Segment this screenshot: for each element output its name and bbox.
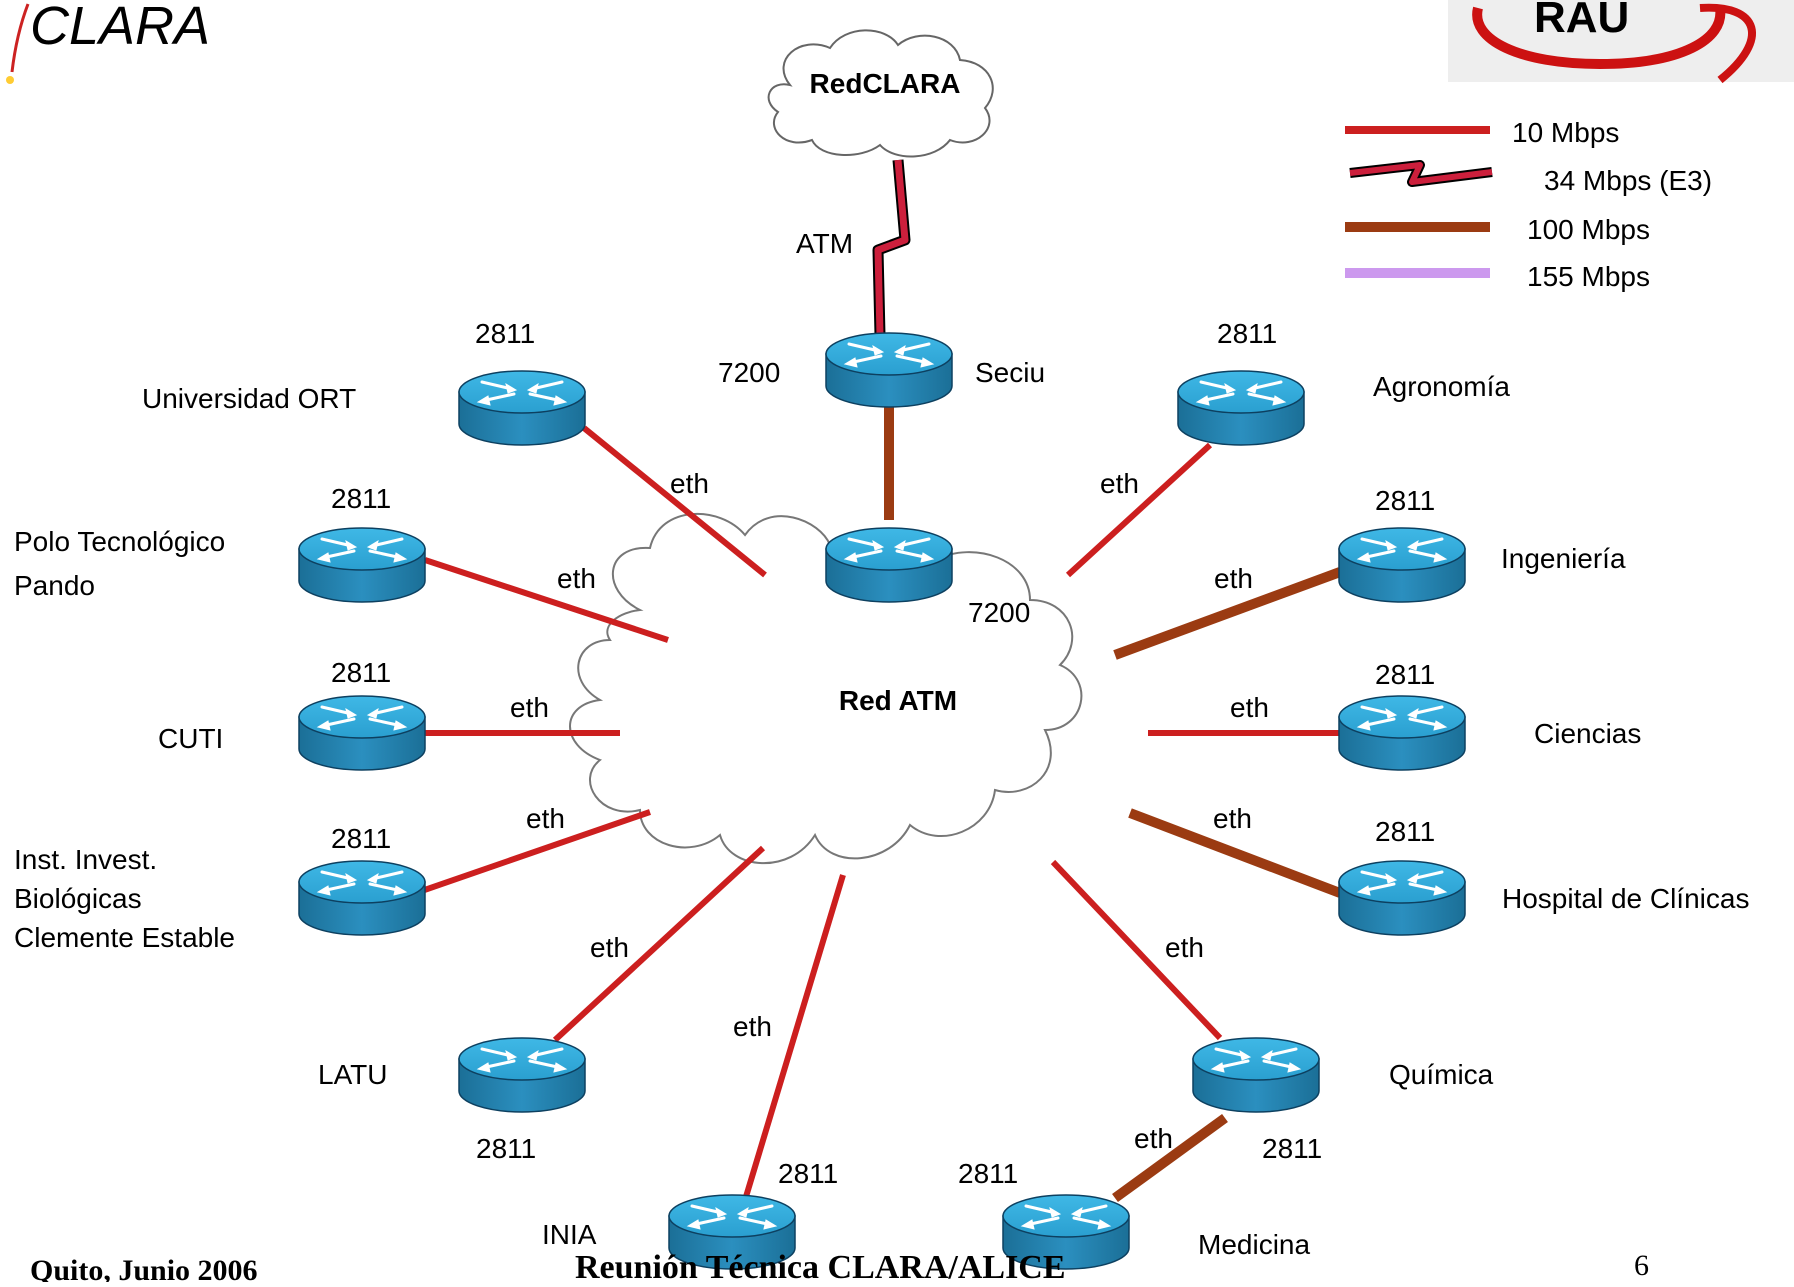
link-latu: [552, 845, 766, 1043]
legend-swatch-34mbps: [1349, 162, 1493, 185]
legend-label-100mbps: 100 Mbps: [1527, 214, 1650, 245]
model-label-polo: 2811: [331, 483, 391, 514]
model-label-ingenieria: 2811: [1375, 485, 1435, 516]
node-name-quimica: Química: [1389, 1059, 1494, 1090]
model-label-iibce: 2811: [331, 823, 391, 854]
link-label-inia: eth: [733, 1011, 772, 1042]
legend: 10 Mbps 34 Mbps (E3) 100 Mbps 155 Mbps: [1345, 117, 1712, 292]
router-iibce: [297, 859, 427, 937]
red-atm-label: Red ATM: [839, 685, 957, 716]
router-ort: [457, 369, 587, 447]
link-label-atm: ATM: [796, 228, 853, 259]
link-quimica: [1050, 859, 1223, 1041]
rau-logo: RAU: [1448, 0, 1794, 84]
links: [409, 159, 1342, 1203]
link-ort: [582, 425, 767, 578]
seciu-name-label: Seciu: [975, 357, 1045, 388]
model-label-latu: 2811: [476, 1133, 536, 1164]
node-name-iibce-1: Inst. Invest.: [14, 844, 157, 875]
link-iibce: [409, 809, 651, 898]
link-label-latu: eth: [590, 932, 629, 963]
link-label-quimica: eth: [1165, 932, 1204, 963]
node-name-medicina: Medicina: [1198, 1229, 1310, 1260]
clara-logo-text: CLARA: [30, 0, 210, 56]
legend-label-34mbps: 34 Mbps (E3): [1544, 165, 1712, 196]
node-name-cuti: CUTI: [158, 723, 223, 754]
link-inia: [742, 874, 846, 1201]
router-agronomia: [1176, 369, 1306, 447]
router-seciu: [824, 331, 954, 409]
node-name-iibce-2: Biológicas: [14, 883, 142, 914]
model-label-cuti: 2811: [331, 657, 391, 688]
hub-model-label: 7200: [968, 597, 1030, 628]
model-label-ciencias: 2811: [1375, 659, 1435, 690]
router-cuti: [297, 694, 427, 772]
link-label-cuti: eth: [510, 692, 549, 723]
link-hospital: [1128, 808, 1342, 898]
clara-logo: CLARA: [6, 0, 210, 84]
link-label-ingenieria: eth: [1214, 563, 1253, 594]
model-label-medicina: 2811: [958, 1158, 1018, 1189]
link-label-ciencias: eth: [1230, 692, 1269, 723]
router-latu: [457, 1036, 587, 1114]
model-label-agronomia: 2811: [1217, 318, 1277, 349]
node-name-ciencias: Ciencias: [1534, 718, 1641, 749]
router-ciencias: [1337, 694, 1467, 772]
node-name-ingenieria: Ingeniería: [1501, 543, 1626, 574]
node-name-ort: Universidad ORT: [142, 383, 356, 414]
node-name-hospital: Hospital de Clínicas: [1502, 883, 1749, 914]
node-name-agronomia: Agronomía: [1373, 371, 1510, 402]
link-atm-redclara: [874, 159, 909, 336]
link-label-polo: eth: [557, 563, 596, 594]
link-ingenieria: [1113, 567, 1342, 660]
model-label-quimica: 2811: [1262, 1133, 1322, 1164]
router-hospital: [1337, 859, 1467, 937]
redclara-label: RedCLARA: [810, 68, 961, 99]
footer-location-date: Quito, Junio 2006: [30, 1254, 258, 1282]
legend-label-10mbps: 10 Mbps: [1512, 117, 1619, 148]
router-polo: [297, 526, 427, 604]
node-name-polo-1: Polo Tecnológico: [14, 526, 225, 557]
node-name-inia: INIA: [542, 1219, 597, 1250]
router-ingenieria: [1337, 526, 1467, 604]
node-name-iibce-3: Clemente Estable: [14, 922, 235, 953]
node-name-polo-2: Pando: [14, 570, 95, 601]
node-name-latu: LATU: [318, 1059, 388, 1090]
link-label-ort: eth: [670, 468, 709, 499]
link-label-agronomia: eth: [1100, 468, 1139, 499]
link-medicina: [1112, 1113, 1228, 1203]
red-atm-cloud: Red ATM: [569, 513, 1083, 865]
legend-label-155mbps: 155 Mbps: [1527, 261, 1650, 292]
link-polo: [424, 557, 669, 643]
router-quimica: [1191, 1036, 1321, 1114]
link-label-medicina: eth: [1134, 1123, 1173, 1154]
seciu-model-label: 7200: [718, 357, 780, 388]
model-label-inia: 2811: [778, 1158, 838, 1189]
model-label-hospital: 2811: [1375, 816, 1435, 847]
router-hub: [824, 526, 954, 604]
rau-logo-text: RAU: [1534, 0, 1629, 42]
footer-page-number: 6: [1634, 1249, 1649, 1282]
link-label-hospital: eth: [1213, 803, 1252, 834]
redclara-cloud: RedCLARA: [767, 29, 994, 158]
footer-title: Reunión Técnica CLARA/ALICE: [575, 1249, 1066, 1282]
link-label-iibce: eth: [526, 803, 565, 834]
link-agronomia: [1065, 442, 1213, 578]
model-label-ort: 2811: [475, 318, 535, 349]
